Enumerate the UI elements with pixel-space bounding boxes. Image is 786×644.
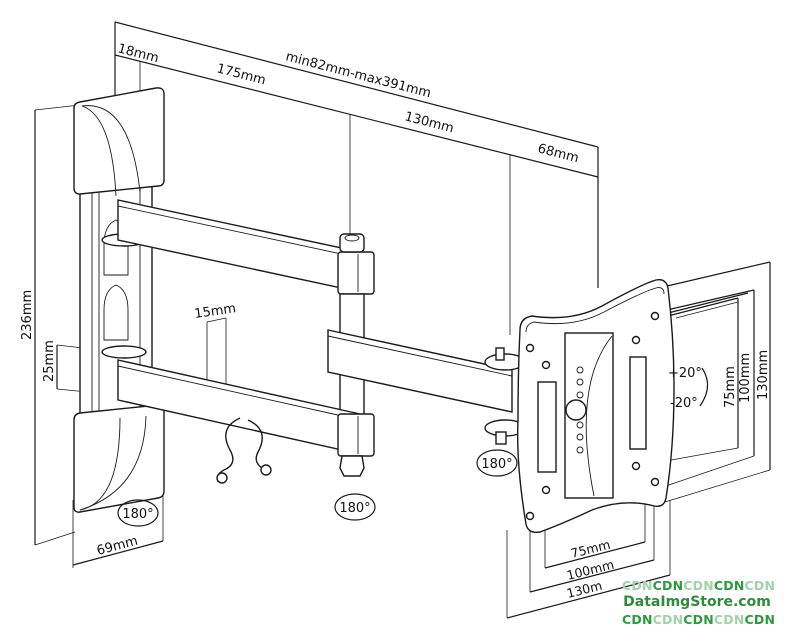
- vesa-hole: [541, 485, 551, 495]
- rotation-arrow-icon: [117, 499, 159, 527]
- rotation-badge-arm: 180°: [334, 493, 376, 521]
- vesa-v130-bottom: [654, 469, 771, 506]
- vesa-v75-top-ext: [675, 301, 739, 319]
- dim-vesa-v130: 130mm: [756, 350, 771, 400]
- hook-knob-left: [216, 472, 228, 484]
- dim-arm-thickness: 15mm: [193, 301, 237, 322]
- middle-arm-bar: [327, 329, 513, 413]
- dim-arm-gap: 25mm: [42, 340, 57, 382]
- tilt-arrow-icon: [699, 367, 709, 407]
- keyhole-slot-bottom: [103, 284, 129, 341]
- watermark: CDNCDNCDNCDNCDN DataImgStore.com CDNCDNC…: [622, 577, 775, 628]
- vesa-h130-line: [506, 574, 671, 619]
- vesa-v100-bottom: [659, 455, 755, 489]
- dim-vesa-v100: 100mm: [738, 353, 753, 403]
- watermark-cdn: CDN: [744, 578, 776, 593]
- watermark-cdn: CDN: [652, 612, 684, 627]
- watermark-cdn: CDN: [683, 612, 714, 627]
- watermark-cdn: CDN: [652, 578, 684, 593]
- vesa-hole: [650, 311, 660, 321]
- rotation-arrow-icon: [476, 449, 518, 477]
- vesa-hole: [525, 343, 535, 353]
- dim-plate-height: 236mm: [20, 290, 35, 340]
- wall-plate: [73, 87, 165, 513]
- dim-wall-plate-depth: 18mm: [116, 41, 160, 66]
- ext-height-bottom: [34, 531, 76, 546]
- watermark-cdn: CDN: [622, 578, 653, 593]
- wall-plate-bottom-cover: [73, 404, 165, 513]
- vesa-plate: [516, 278, 675, 534]
- dim-second-arm: 130mm: [403, 109, 455, 136]
- tilt-down-label: -20°: [670, 396, 698, 411]
- left-slot: [537, 381, 557, 473]
- ext-height-top: [34, 104, 81, 111]
- dim-first-arm: 175mm: [215, 61, 267, 88]
- watermark-cdn: CDN: [713, 578, 745, 593]
- rotation-arrow-icon: [334, 493, 376, 521]
- vesa-hole: [631, 335, 641, 345]
- watermark-bottom-row: CDNCDNCDNCDNCDN: [622, 611, 775, 628]
- wall-plate-top-cover: [73, 87, 165, 195]
- vesa-v75-top: [659, 297, 739, 319]
- rotation-badge-wall: 180°: [117, 499, 159, 527]
- vesa-hole: [631, 461, 641, 471]
- bottom-pivot-nut: [339, 455, 365, 477]
- vesa-v130-top: [649, 261, 771, 291]
- watermark-cdn: CDN: [683, 578, 714, 593]
- vesa-hole: [525, 511, 535, 521]
- vesa-h75-line: [544, 541, 646, 569]
- vesa-v100-top: [657, 289, 755, 313]
- vesa-hole: [650, 477, 660, 487]
- rotation-label-head: 180°: [481, 457, 512, 472]
- head-bolt-bottom: [495, 431, 507, 445]
- top-pivot-bolt: [339, 233, 365, 253]
- tilt-indicator: +20° -20°: [668, 366, 709, 411]
- watermark-cdn: CDN: [744, 612, 776, 627]
- rotation-label-arm: 180°: [339, 501, 370, 516]
- tilt-knob: [565, 399, 587, 421]
- hook-knob-right: [260, 464, 272, 476]
- rotation-badge-head: 180°: [476, 449, 518, 477]
- watermark-site: DataImgStore.com: [623, 594, 771, 610]
- upper-arm-end-block: [337, 251, 375, 295]
- watermark-cdn: CDN: [622, 612, 653, 627]
- lower-hinge: [101, 345, 147, 359]
- vesa-hole: [541, 360, 551, 370]
- lower-arm-end-block: [337, 413, 375, 457]
- tilt-up-label: +20°: [668, 366, 702, 381]
- dim-vesa-v75: 75mm: [723, 366, 738, 408]
- middle-arm: [327, 329, 526, 445]
- watermark-top-row: CDNCDNCDNCDNCDN: [622, 577, 775, 594]
- right-slot: [629, 356, 647, 450]
- width-dimension-line: [72, 540, 164, 566]
- head-bolt-top: [495, 347, 505, 361]
- overall-dimension-line: [114, 21, 599, 148]
- watermark-cdn: CDN: [713, 612, 745, 627]
- cable-hook-right: [247, 419, 267, 471]
- segment-dimension-line: [114, 54, 599, 178]
- dim-vesa-h75: 75mm: [569, 537, 612, 561]
- vesa-v75-bottom: [659, 447, 739, 463]
- dim-plate-width: 69mm: [95, 534, 139, 559]
- vesa-h100-line: [529, 559, 655, 593]
- dim-overall: min82mm-max391mm: [284, 49, 433, 101]
- lower-arm: [101, 345, 375, 477]
- arm-thickness-dimension-line: [206, 317, 227, 323]
- rotation-label-wall: 180°: [122, 507, 153, 522]
- upper-arm: [101, 199, 375, 295]
